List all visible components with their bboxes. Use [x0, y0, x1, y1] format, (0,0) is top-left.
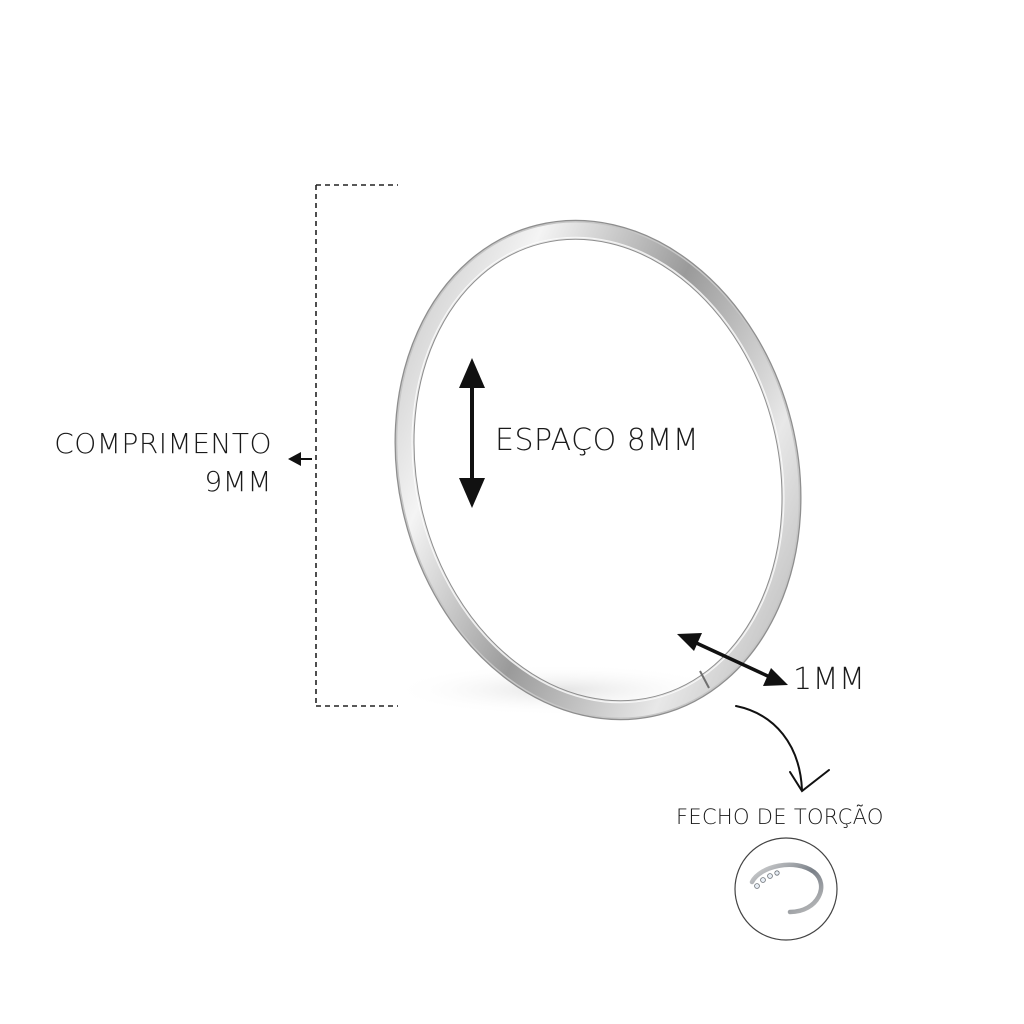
ring-seam — [699, 670, 710, 689]
clasp-label: FECHO DE TORÇÃO — [676, 805, 884, 829]
arrow-left-icon — [288, 452, 312, 466]
curved-arrow-down-icon — [735, 705, 830, 793]
double-arrow-vertical-icon — [459, 358, 485, 508]
length-bracket — [315, 184, 398, 707]
inner-gap-label: ESPAÇO 8MM — [495, 423, 700, 458]
thickness-label: 1MM — [793, 662, 866, 697]
double-arrow-diagonal-icon — [677, 633, 788, 686]
length-label: COMPRIMENTO 9MM — [54, 425, 272, 501]
length-title: COMPRIMENTO — [54, 427, 272, 460]
ring — [394, 219, 802, 721]
length-value: 9MM — [204, 465, 272, 498]
clasp-thumbnail — [734, 837, 838, 941]
